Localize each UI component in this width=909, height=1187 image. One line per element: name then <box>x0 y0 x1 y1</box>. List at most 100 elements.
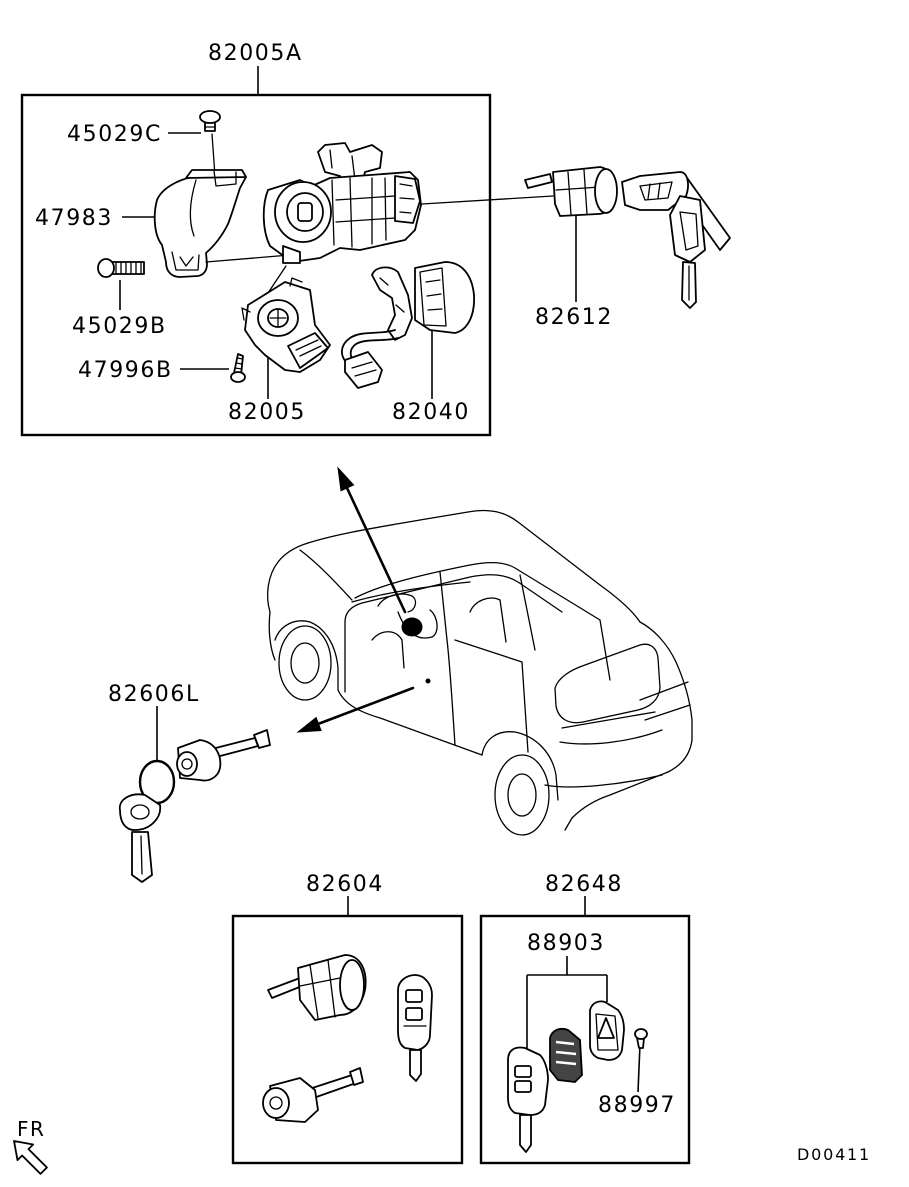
rear-wheel <box>494 754 550 836</box>
assembly-82005A: 82005A <box>20 41 492 437</box>
cover-top-flange <box>185 169 247 179</box>
bolt-position-line <box>211 133 216 177</box>
remote-key-blade <box>409 1049 422 1082</box>
housing-ribs <box>331 177 387 248</box>
front-wheel <box>278 625 332 701</box>
remote-key-button <box>405 1007 423 1021</box>
callout-45029B: 45029B <box>72 314 167 339</box>
part-47983: 47983 <box>35 169 291 278</box>
housing-edges <box>335 195 396 223</box>
bolt-head <box>199 110 221 124</box>
box-82648 <box>479 914 691 1165</box>
lock-cylinder-face <box>339 959 365 1011</box>
side-window-top <box>354 561 601 621</box>
cylinder-rod <box>524 173 553 189</box>
door-cylinder-face <box>176 751 198 777</box>
switch-tabs <box>241 277 303 321</box>
arrow-head <box>337 466 355 492</box>
callout-45029C: 45029C <box>67 122 162 147</box>
vehicle-rocker-line <box>337 689 483 756</box>
front-wheel-rim <box>290 642 320 684</box>
blade-groove <box>140 835 143 875</box>
part-88903: 88903 <box>507 931 625 1153</box>
cover-position-line <box>205 254 291 263</box>
cylinder-rings <box>555 169 601 216</box>
callout-47996B: 47996B <box>78 358 173 383</box>
vehicle-roof-line <box>307 509 641 623</box>
leader-bracket-88903 <box>526 956 608 1050</box>
cover-outline <box>153 176 247 278</box>
steering-lock-body <box>261 142 554 303</box>
lock-bottom-tab <box>282 245 301 264</box>
key-shell-button <box>514 1080 532 1093</box>
callout-82606L: 82606L <box>108 682 200 707</box>
arrow-to-ignition-assembly <box>337 466 407 614</box>
spare-key-head <box>669 195 706 263</box>
callout-88903: 88903 <box>527 931 605 956</box>
front-direction-indicator: FR <box>13 1117 48 1175</box>
circuit-board-detail <box>555 1040 577 1066</box>
spare-key-head-detail <box>679 211 699 251</box>
cover-tab <box>213 170 237 187</box>
screw-thread <box>234 357 244 370</box>
callout-82612: 82612 <box>535 305 613 330</box>
vehicle-seats <box>371 597 507 669</box>
callout-82040: 82040 <box>392 400 470 425</box>
module-cable <box>341 329 396 363</box>
cover-triangle-mark <box>597 1017 615 1039</box>
vehicle-front-bumper <box>268 611 276 661</box>
part-45029C: 45029C <box>67 110 221 177</box>
tail-lamp <box>639 681 691 721</box>
bolt-shank <box>109 261 145 275</box>
bolt-thread <box>115 261 142 275</box>
door-lock-keyway <box>269 1096 283 1110</box>
door-cylinder-keyway <box>181 758 193 770</box>
switch-rotor-slot <box>269 309 287 327</box>
vehicle-a-pillar <box>299 549 353 601</box>
vehicle-rear-outline <box>639 621 693 773</box>
part-82040: 82040 <box>341 261 475 425</box>
callout-88997: 88997 <box>598 1093 676 1118</box>
screw-head <box>230 371 246 383</box>
part-82612: 82612 <box>524 166 731 330</box>
direction-arrow-icon <box>13 1140 48 1175</box>
part-82604: 82604 <box>231 872 464 1165</box>
box-82604 <box>231 914 464 1165</box>
key-head-detail <box>130 804 150 820</box>
key-slot <box>297 202 313 222</box>
rear-wheel-arch <box>481 731 559 801</box>
vehicle-rear-bumper <box>564 771 669 831</box>
leader-line-88997 <box>637 1043 641 1093</box>
door-lock-face <box>262 1087 290 1119</box>
cylinder-position-line <box>421 195 554 205</box>
module-connector <box>344 351 383 389</box>
module-bracket <box>371 266 413 341</box>
callout-47983: 47983 <box>35 206 113 231</box>
key-head <box>118 793 162 831</box>
hatch-panel-lines <box>544 711 663 788</box>
cylinder-rod <box>267 977 303 999</box>
drawing-code: D00411 <box>797 1145 871 1164</box>
door-openings <box>344 621 529 753</box>
key-head-detail <box>639 181 673 201</box>
module-cable-inner <box>349 337 399 361</box>
key-shell-button <box>514 1065 532 1078</box>
front-wheel-arch <box>274 620 339 691</box>
steering-wheel <box>377 593 417 613</box>
remote-key-button <box>405 989 423 1003</box>
part-82648: 82648 <box>479 872 691 1165</box>
part-88997: 88997 <box>598 1028 676 1118</box>
screw-head <box>634 1028 648 1040</box>
rod-end <box>253 729 271 749</box>
arrow-shaft <box>316 686 415 726</box>
direction-label: FR <box>17 1117 45 1141</box>
lock-top-bracket <box>317 142 383 195</box>
connector-detail <box>295 339 322 357</box>
vehicle-hood-line <box>267 542 309 613</box>
rear-wheel-rim <box>507 773 537 817</box>
cover-fold-line <box>189 179 197 237</box>
switch-connector <box>287 332 329 369</box>
bolt-head <box>97 258 115 278</box>
callout-82005A: 82005A <box>208 41 303 66</box>
part-47996B: 47996B <box>78 353 246 383</box>
